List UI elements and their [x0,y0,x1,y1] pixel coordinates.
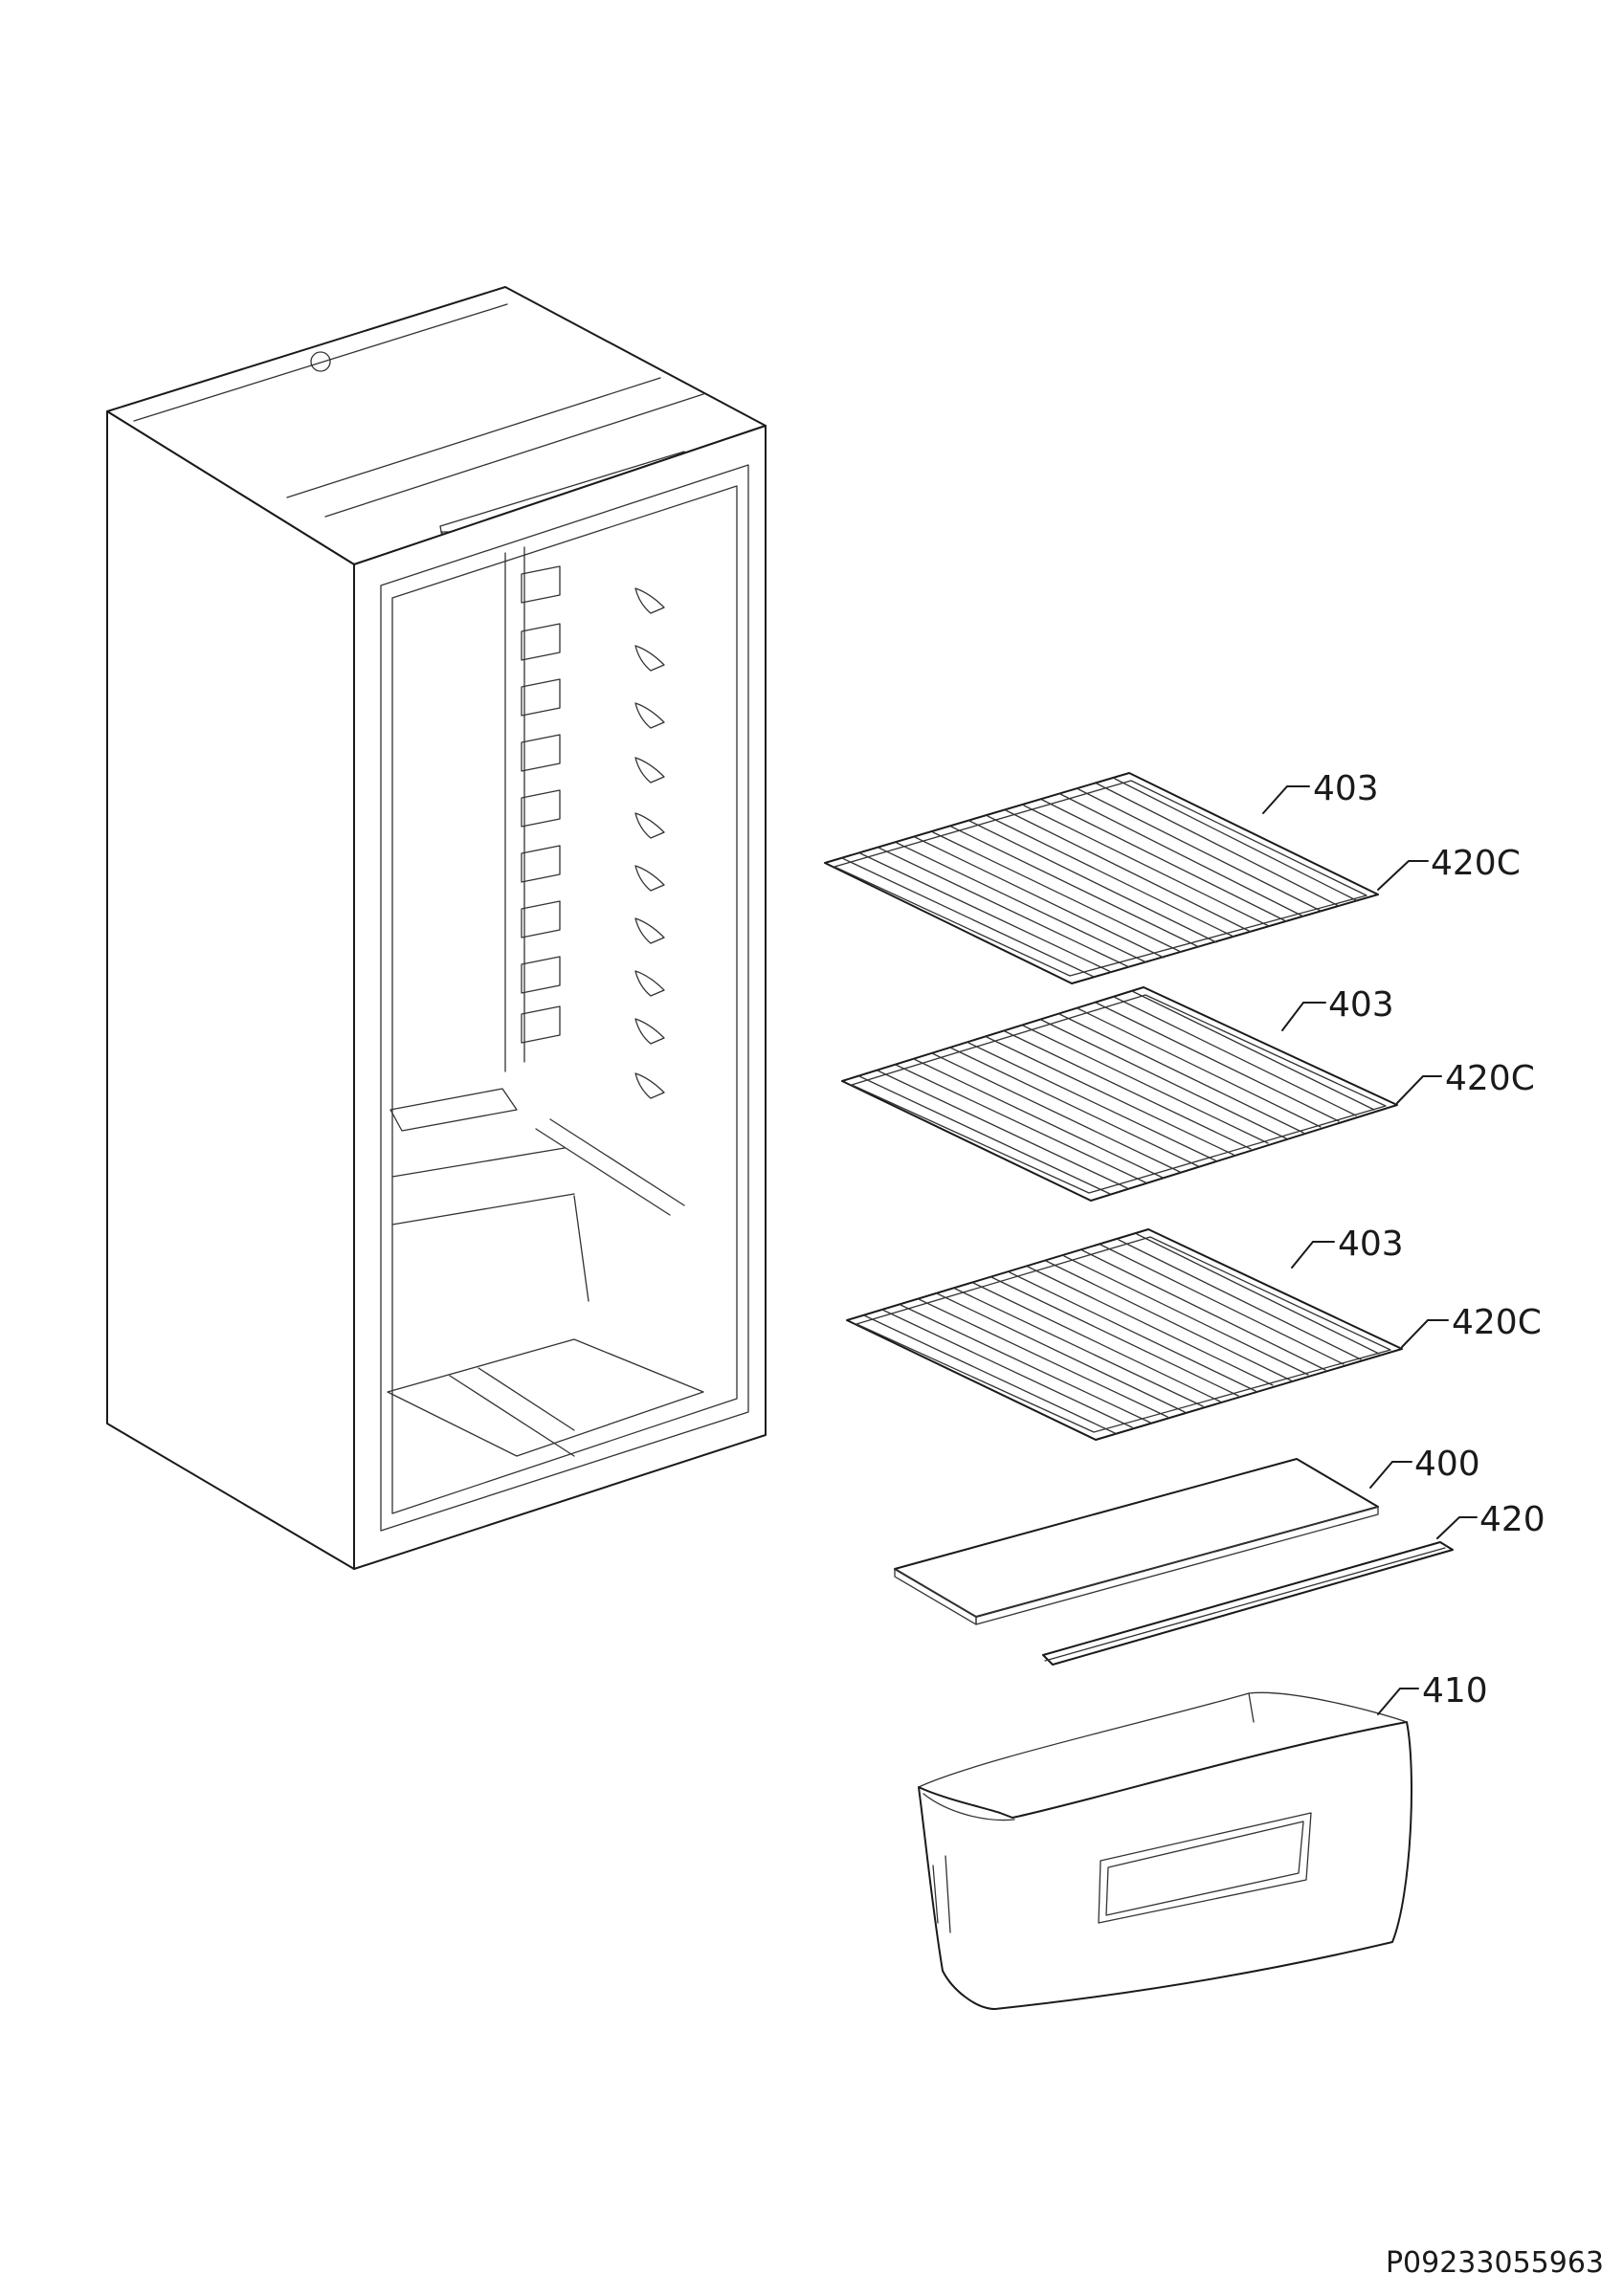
shelf-trim-strip [1042,1541,1454,1666]
callout-410: 410 [1377,1671,1488,1715]
callout-420: 420 [1436,1500,1545,1539]
callout-420c-middle: 420C [1396,1059,1535,1104]
drawing-reference-code: P09233055963 [1386,2246,1604,2280]
refrigerator-cabinet [106,286,767,1570]
callout-403-bottom: 403 [1291,1225,1404,1269]
wire-shelf-1 [824,772,1379,984]
door-bin [918,1691,1412,2010]
wire-shelf-2 [841,986,1398,1202]
shelf-support-ribs [521,565,665,1099]
callout-label: 410 [1422,1671,1488,1711]
wire-shelf-3 [846,1228,1403,1441]
callout-label: 420 [1479,1500,1545,1539]
callout-label: 420C [1445,1059,1535,1098]
callout-label: 403 [1313,769,1379,808]
callout-400: 400 [1369,1445,1480,1489]
glass-shelf [894,1458,1379,1625]
callout-403-middle: 403 [1281,985,1394,1031]
callout-403-top: 403 [1262,769,1379,814]
callout-420c-top: 420C [1377,844,1521,891]
callout-420c-bottom: 420C [1401,1303,1542,1348]
callout-label: 403 [1328,985,1394,1025]
callout-label: 403 [1338,1225,1404,1264]
callout-label: 420C [1431,844,1521,883]
callout-label: 420C [1452,1303,1542,1342]
callout-label: 400 [1414,1445,1480,1484]
